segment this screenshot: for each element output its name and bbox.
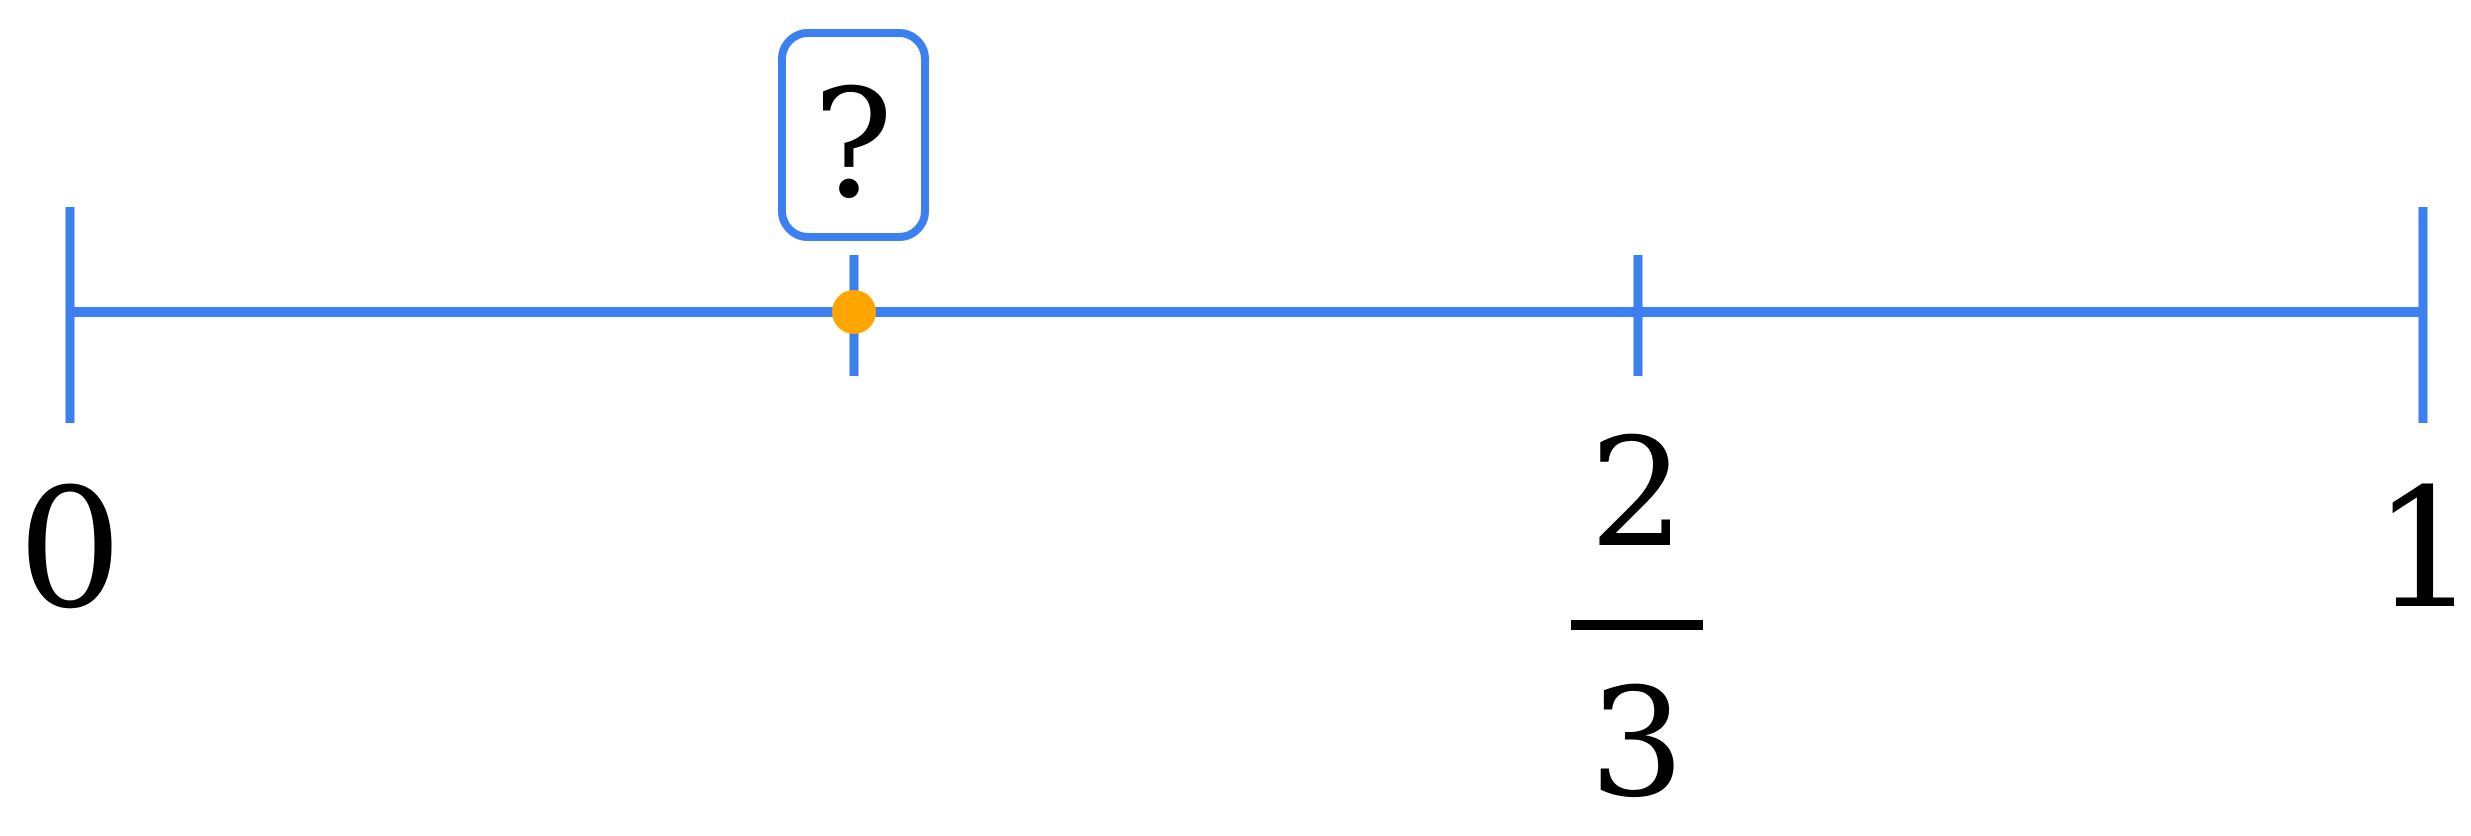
unknown-value-box xyxy=(778,29,929,241)
tick-label-end: 1 xyxy=(2373,453,2471,645)
fraction-denominator: 3 xyxy=(1589,657,1684,831)
unknown-value-label: ? xyxy=(813,58,893,232)
fraction-numerator: 2 xyxy=(1589,407,1684,581)
unknown-point-dot xyxy=(832,290,876,334)
tick-label-start: 0 xyxy=(18,453,123,645)
fraction-label-two-thirds: 2 3 xyxy=(1571,407,1703,831)
